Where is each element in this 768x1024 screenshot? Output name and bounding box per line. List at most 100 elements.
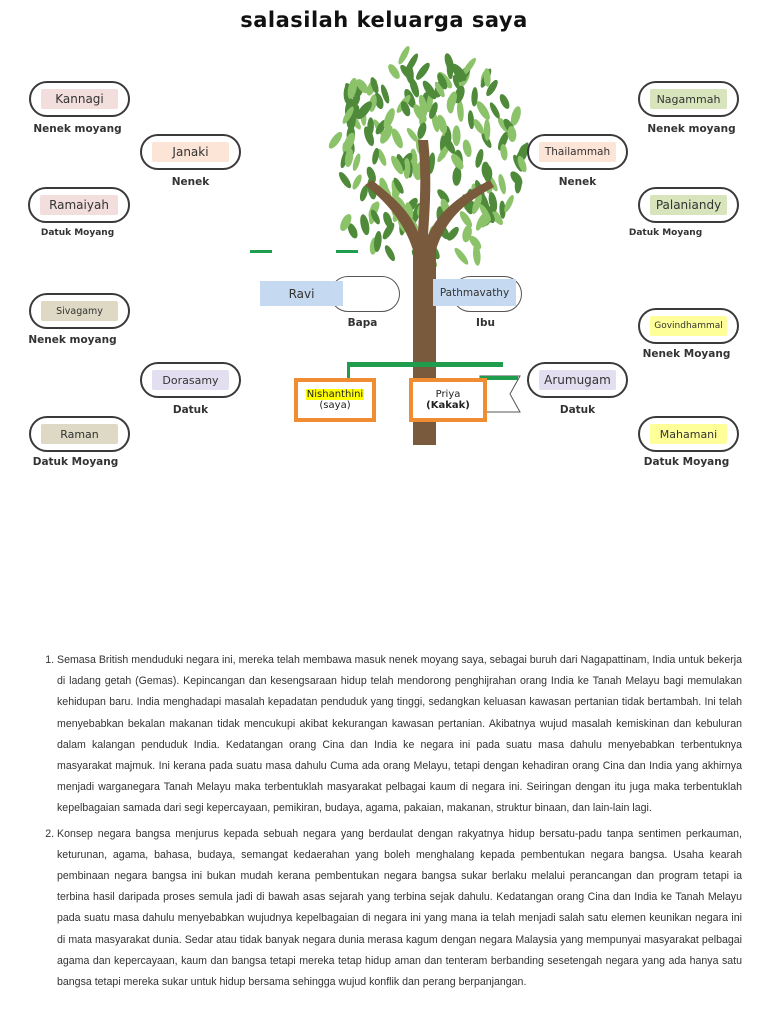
self-name: Nishanthini [305,389,365,400]
family-tree-illustration [250,46,529,445]
self-note: (saya) [319,400,351,411]
leaf-shape [488,192,498,212]
person-name: Palaniandy [650,195,727,215]
leaf-shape [396,154,406,171]
leaf-shape [340,214,352,231]
leaf-shape [471,87,478,107]
leaf-shape [374,92,384,110]
leaf-shape [373,231,382,252]
leaf-shape [388,64,400,79]
father-name: Ravi [260,281,343,306]
leaf-shape [476,101,490,120]
person-role: Nenek moyang [28,334,117,346]
leaf-shape [510,171,523,186]
person-sivagamy: Sivagamy [29,293,130,329]
leaf-shape [486,79,498,97]
body-text: Semasa British menduduki negara ini, mer… [36,650,742,997]
leaf-shape [510,106,521,126]
leaf-shape [398,46,410,65]
leaf-shape [417,122,427,140]
person-janaki: Janaki [140,134,241,170]
leaf-shape [384,245,395,262]
leaf-shape [498,174,506,195]
leaf-shape [429,102,438,119]
leaf-shape [497,131,509,151]
leaf-shape [342,106,354,124]
person-name: Dorasamy [152,370,229,390]
leaf-shape [469,235,482,250]
father-role: Bapa [347,317,378,329]
leaf-shape [517,155,527,173]
leaf-shape [419,104,428,124]
person-name: Arumugam [539,370,616,390]
leaf-shape [437,144,450,163]
mother-role: Ibu [476,317,495,329]
person-govindhammal: Govindhammal [638,308,739,344]
leaf-shape [489,102,500,119]
person-name: Raman [41,424,118,444]
leaf-shape [347,77,358,100]
person-role: Datuk Moyang [628,228,703,238]
leaf-shape [393,177,404,194]
person-name: Govindhammal [650,316,727,336]
person-role: Datuk [559,404,596,416]
person-role: Nenek [558,176,597,188]
person-role: Datuk Moyang [40,228,115,238]
leaf-shape [380,84,390,104]
leaf-shape [473,244,481,266]
leaf-shape [352,153,361,171]
leaf-shape [462,225,472,243]
leaf-shape [416,62,430,80]
leaf-shape [352,174,362,190]
leaf-shape [377,148,387,166]
leaf-shape [343,132,355,152]
page-title: salasilah keluarga saya [240,8,528,32]
paragraph-2: Konsep negara bangsa menjurus kepada seb… [57,824,742,994]
leaf-shape [452,166,462,186]
leaf-shape [454,247,469,265]
leaf-shape [437,189,450,203]
person-name: Mahamani [650,424,727,444]
leaf-shape [328,131,343,149]
person-name: Nagammah [650,89,727,109]
person-name: Thailammah [539,142,616,162]
leaf-shape [457,99,464,122]
leaf-shape [406,127,419,143]
leaf-shape [383,108,395,129]
person-role: Nenek moyang [33,123,122,135]
leaf-shape [462,57,476,76]
person-role: Datuk [172,404,209,416]
leaf-shape [348,105,360,124]
leaf-shape [454,85,465,104]
leaf-shape [472,193,482,214]
leaf-shape [446,91,457,111]
person-name: Sivagamy [41,301,118,321]
leaf-shape [403,158,411,179]
person-role: Nenek Moyang [642,348,731,360]
person-raman: Raman [29,416,130,452]
person-mahamani: Mahamani [638,416,739,452]
person-ramaiyah: Ramaiyah [28,187,130,223]
leaf-shape [391,155,404,175]
leaf-shape [442,135,456,154]
person-role: Nenek moyang [647,123,736,135]
leaf-shape [344,148,354,168]
mother-name: Pathmavathy [433,279,516,306]
paragraph-list: Semasa British menduduki negara ini, mer… [36,650,742,993]
leaf-shape [372,147,380,165]
leaf-shape [499,200,506,219]
leaf-shape [366,166,376,183]
person-name: Kannagi [41,89,118,109]
leaf-shape [481,161,491,179]
leaf-shape [462,139,472,158]
self-box: Nishanthini (saya) [294,378,376,422]
leaf-shape [483,118,491,141]
person-kannagi: Kannagi [29,81,130,117]
leaf-shape [504,194,514,213]
leaf-shape [338,171,352,189]
leaf-shape [452,125,461,146]
leaf-shape [347,223,358,239]
leaf-shape [451,63,467,81]
leaf-shape [400,101,411,117]
leaf-shape [467,110,475,130]
